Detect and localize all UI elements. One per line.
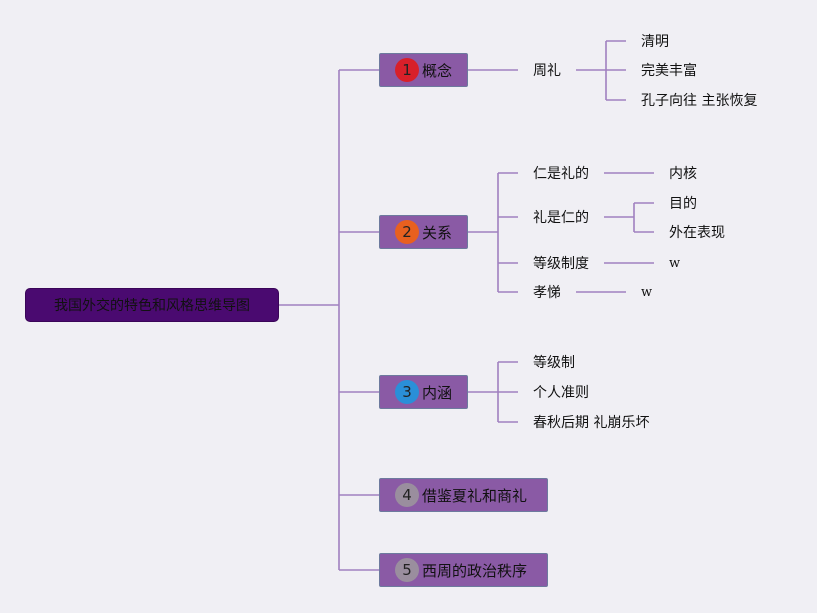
leaf-neihe[interactable]: 内核 (669, 166, 697, 182)
topic-relation[interactable]: 2 关系 (379, 215, 468, 249)
topic-xizhou[interactable]: 5 西周的政治秩序 (379, 553, 548, 587)
topic-label: 西周的政治秩序 (422, 561, 528, 580)
leaf-waizai[interactable]: 外在表现 (669, 225, 725, 241)
subtopic-chunqiu[interactable]: 春秋后期 礼崩乐坏 (533, 415, 650, 431)
leaf-mudi[interactable]: 目的 (669, 196, 697, 212)
topic-concept[interactable]: 1 概念 (379, 53, 468, 87)
leaf-qingming[interactable]: 清明 (641, 34, 669, 50)
subtopic-dengjizhi[interactable]: 等级制 (533, 355, 575, 371)
leaf-w-1[interactable]: w (669, 256, 681, 271)
topic-label: 概念 (422, 61, 453, 80)
number-badge-icon: 5 (395, 558, 419, 582)
number-badge-icon: 4 (395, 483, 419, 507)
number-badge-icon: 2 (395, 220, 419, 244)
subtopic-li[interactable]: 礼是仁的 (533, 210, 589, 226)
leaf-wanmei[interactable]: 完美丰富 (641, 63, 697, 79)
subtopic-dengji[interactable]: 等级制度 (533, 256, 589, 272)
topic-label: 关系 (422, 223, 453, 242)
leaf-kongzi[interactable]: 孔子向往 主张恢复 (641, 93, 758, 109)
number-badge-icon: 3 (395, 380, 419, 404)
leaf-w-2[interactable]: w (641, 285, 653, 300)
topic-label: 借鉴夏礼和商礼 (422, 486, 528, 505)
subtopic-geren[interactable]: 个人准则 (533, 385, 589, 401)
topic-connotation[interactable]: 3 内涵 (379, 375, 468, 409)
subtopic-ren[interactable]: 仁是礼的 (533, 166, 589, 182)
root-topic[interactable]: 我国外交的特色和风格思维导图 (25, 288, 279, 322)
subtopic-zhouli[interactable]: 周礼 (533, 63, 561, 79)
number-badge-icon: 1 (395, 58, 419, 82)
subtopic-xiaoti[interactable]: 孝悌 (533, 285, 561, 301)
topic-label: 内涵 (422, 383, 453, 402)
root-topic-label: 我国外交的特色和风格思维导图 (54, 298, 250, 314)
topic-xiali-shangli[interactable]: 4 借鉴夏礼和商礼 (379, 478, 548, 512)
